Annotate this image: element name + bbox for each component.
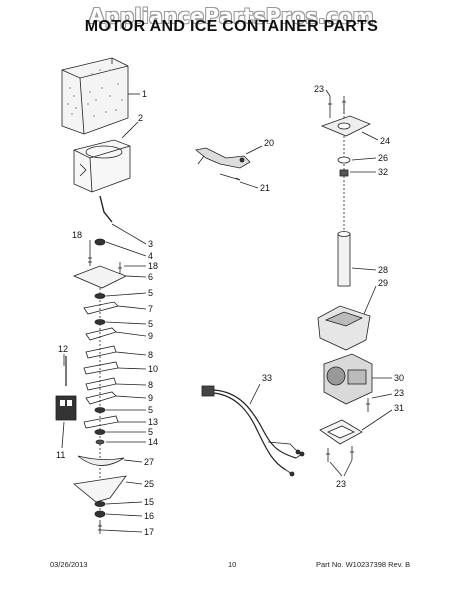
callout-23b: 23 [394,388,404,398]
callout-7: 7 [148,304,153,314]
callout-9a: 9 [148,331,153,341]
callout-9b: 9 [148,393,153,403]
callout-27: 27 [144,457,154,467]
callout-26: 26 [378,153,388,163]
callout-5a: 5 [148,288,153,298]
callout-1: 1 [142,89,147,99]
callout-5d: 5 [148,427,153,437]
callout-8b: 8 [148,380,153,390]
callout-10: 10 [148,364,158,374]
callout-18a: 18 [72,230,82,240]
motor-part [323,353,373,405]
ice-level-arm-part [195,147,251,169]
callout-25: 25 [144,479,154,489]
wire-harness-part [201,385,305,477]
nut-part [94,238,106,246]
callout-6: 6 [148,272,153,282]
callout-28: 28 [378,265,388,275]
callout-4: 4 [148,251,153,261]
mount-plate-part [320,115,371,137]
callout-32: 32 [378,167,388,177]
callout-12: 12 [58,344,68,354]
callout-29: 29 [378,278,388,288]
callout-16: 16 [144,511,154,521]
callout-14: 14 [148,437,158,447]
callout-3: 3 [148,239,153,249]
callout-23c: 23 [336,479,346,489]
callout-labels: 1 2 3 4 18 18 6 5 7 5 9 8 10 8 9 5 13 5 … [56,84,404,537]
callout-20: 20 [264,138,274,148]
footer-page-number: 10 [228,560,237,569]
watermark-text: AppliancePartsPros.com [88,4,375,28]
shaft-part [337,231,351,287]
callout-11: 11 [56,450,65,460]
callout-23a: 23 [314,84,324,94]
callout-17: 17 [144,527,154,537]
bracket-part [319,419,363,445]
ice-container-part [61,57,129,135]
callout-8a: 8 [148,350,153,360]
motor-cover-part [317,305,371,351]
container-housing-part [73,139,131,193]
footer-date: 03/26/2013 [50,560,88,569]
callout-31: 31 [394,403,404,413]
callout-2: 2 [138,113,143,123]
diagram-title: MOTOR AND ICE CONTAINER PARTS [84,18,379,35]
footer-part-number: Part No. W10237398 Rev. B [316,560,411,569]
callout-13: 13 [148,417,158,427]
switch-part [55,356,77,421]
callout-15: 15 [144,497,154,507]
callout-30: 30 [394,373,404,383]
callout-33: 33 [262,373,272,383]
callout-18b: 18 [148,261,158,271]
callout-21: 21 [260,183,270,193]
callout-5b: 5 [148,319,153,329]
callout-5c: 5 [148,405,153,415]
callout-24: 24 [380,136,390,146]
